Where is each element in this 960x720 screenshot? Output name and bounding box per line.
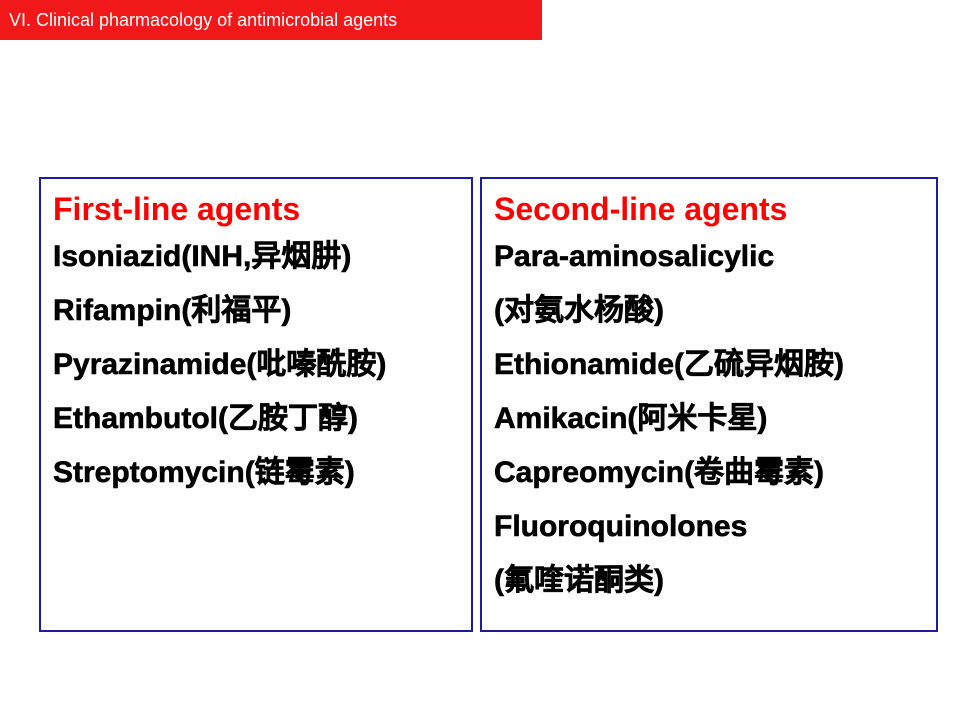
second-line-list: Para-aminosalicylic (对氨水杨酸) Ethionamide(… bbox=[494, 237, 845, 615]
list-item: Rifampin(利福平) bbox=[53, 294, 292, 328]
list-item: (对氨水杨酸) bbox=[494, 294, 665, 328]
first-line-list: Isoniazid(INH,异烟肼) Rifampin(利福平) Pyrazin… bbox=[53, 237, 387, 507]
list-item: Fluoroquinolones bbox=[494, 510, 748, 544]
first-line-panel: First-line agents Isoniazid(INH,异烟肼) Rif… bbox=[39, 177, 473, 632]
second-line-panel: Second-line agents Para-aminosalicylic (… bbox=[480, 177, 938, 632]
list-item: (氟喹诺酮类) bbox=[494, 564, 665, 598]
second-line-heading: Second-line agents bbox=[494, 191, 788, 227]
list-item: Ethionamide(乙硫异烟胺) bbox=[494, 348, 845, 382]
first-line-heading: First-line agents bbox=[53, 191, 301, 227]
list-item: Ethambutol(乙胺丁醇) bbox=[53, 402, 359, 436]
list-item: Pyrazinamide(吡嗪酰胺) bbox=[53, 348, 387, 382]
list-item: Isoniazid(INH,异烟肼) bbox=[53, 240, 352, 274]
list-item: Amikacin(阿米卡星) bbox=[494, 402, 768, 436]
list-item: Streptomycin(链霉素) bbox=[53, 456, 355, 490]
list-item: Capreomycin(卷曲霉素) bbox=[494, 456, 825, 490]
list-item: Para-aminosalicylic bbox=[494, 240, 775, 274]
section-tag: VI. Clinical pharmacology of antimicrobi… bbox=[0, 0, 542, 40]
